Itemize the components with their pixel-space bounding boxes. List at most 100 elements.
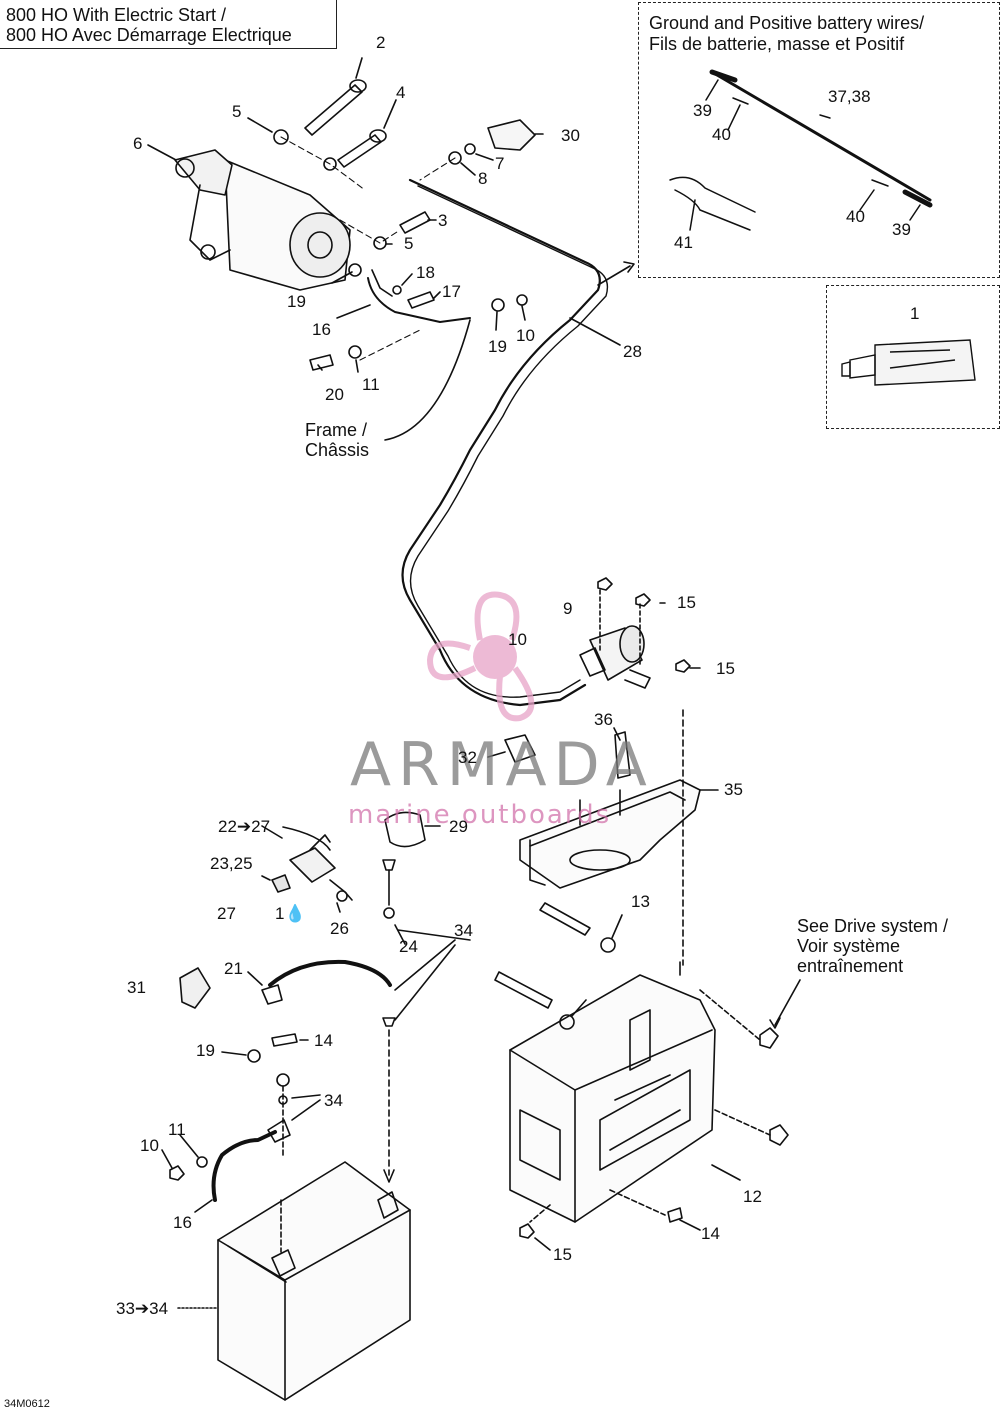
- callout-41-inset: 41: [674, 233, 693, 252]
- callout-15c: 15: [553, 1245, 572, 1264]
- callout-14b: 14: [701, 1224, 720, 1243]
- callout-27: 27: [217, 904, 236, 923]
- callout-15a: 15: [677, 593, 696, 612]
- callout-23-25: 23,25: [210, 854, 253, 873]
- callout-36: 36: [594, 710, 613, 729]
- callout-19a: 19: [287, 292, 306, 311]
- callout-39-inset-a: 39: [693, 101, 712, 120]
- callout-10b: 10: [508, 630, 527, 649]
- callout-35: 35: [724, 780, 743, 799]
- callout-32: 32: [458, 748, 477, 767]
- callout-1-text: 1: [275, 904, 285, 923]
- washer-18: [392, 285, 402, 295]
- washer-19a: [348, 263, 362, 277]
- washer-19b: [491, 298, 505, 312]
- washer-5a: [273, 129, 289, 145]
- callout-10c: 10: [140, 1136, 159, 1155]
- callout-31: 31: [127, 978, 146, 997]
- callout-5a: 5: [232, 102, 242, 121]
- callout-11b: 11: [168, 1120, 186, 1139]
- spacer-36: [614, 731, 631, 779]
- bolt-20: [309, 354, 334, 371]
- callout-34b: 34: [324, 1091, 343, 1110]
- callout-4: 4: [396, 83, 406, 102]
- callout-33-34: 33➔34: [116, 1299, 169, 1318]
- callout-28: 28: [623, 342, 642, 361]
- callout-40-inset-b: 40: [846, 207, 865, 226]
- cable-16-lower-drawing: [211, 1130, 277, 1202]
- callout-37-38-inset: 37,38: [828, 87, 871, 106]
- watermark-name: ARMADA: [350, 730, 654, 800]
- callout-15b: 15: [716, 659, 735, 678]
- callout-1-inset: 1: [910, 304, 920, 323]
- boot-32: [504, 734, 536, 763]
- callout-10a: 10: [516, 326, 535, 345]
- callout-1: 1💧: [275, 905, 306, 923]
- frame-note-line1: Frame /: [305, 420, 368, 440]
- callout-6: 6: [133, 134, 143, 153]
- drive-note-line2: Voir système: [797, 936, 901, 956]
- callout-14a: 14: [314, 1031, 333, 1050]
- callout-22-27: 22➔27: [218, 817, 271, 836]
- callout-5b: 5: [404, 234, 414, 253]
- bolt-3-drawing: [399, 211, 431, 234]
- callout-29: 29: [449, 817, 468, 836]
- bolt-17: [407, 291, 435, 309]
- callout-39-inset-b: 39: [892, 220, 911, 239]
- callout-12: 12: [743, 1187, 762, 1206]
- inset-wires-title-line1: Ground and Positive battery wires/: [649, 13, 925, 33]
- bracket-35-drawing: [519, 779, 701, 889]
- boot-31: [179, 967, 211, 1009]
- callout-34a: 34: [454, 921, 473, 940]
- drop-icon: 💧: [284, 904, 306, 923]
- title-line-english: 800 HO With Electric Start /: [6, 5, 227, 25]
- watermark-logo: [426, 591, 535, 722]
- cable-21-drawing: [268, 959, 392, 987]
- callout-26: 26: [330, 919, 349, 938]
- nut-7: [464, 143, 476, 155]
- callout-17: 17: [442, 282, 461, 301]
- nut-15b: [635, 593, 651, 607]
- washer-5b: [323, 157, 337, 171]
- callout-30: 30: [561, 126, 580, 145]
- nut-15a: [597, 577, 613, 591]
- cable-28-drawing: [401, 178, 601, 707]
- callout-7: 7: [495, 154, 505, 173]
- drive-note-line1: See Drive system /: [797, 916, 949, 936]
- diagram-title-box: 800 HO With Electric Start / 800 HO Avec…: [0, 0, 337, 49]
- callout-2: 2: [376, 33, 386, 52]
- bolt-2-drawing: [304, 79, 367, 136]
- callout-8: 8: [478, 169, 488, 188]
- callout-40-inset-a: 40: [712, 125, 731, 144]
- washer-5c: [373, 236, 387, 250]
- inset-wires-title-line2: Fils de batterie, masse et Positif: [649, 34, 905, 54]
- callout-24: 24: [399, 937, 418, 956]
- drive-system-note: See Drive system / Voir système entraîne…: [797, 916, 948, 976]
- drive-note-line3: entraînement: [797, 956, 904, 976]
- callout-21: 21: [224, 959, 243, 978]
- callout-20: 20: [325, 385, 344, 404]
- callout-19b: 19: [488, 337, 507, 356]
- nut-11a: [348, 345, 362, 359]
- starter-motor-drawing: [174, 149, 351, 291]
- callout-19c: 19: [196, 1041, 215, 1060]
- battery-33-drawing: [217, 1161, 411, 1401]
- callout-18: 18: [416, 263, 435, 282]
- inset-battery-wires: Ground and Positive battery wires/ Fils …: [638, 2, 1000, 278]
- diagram-code: 34M0612: [4, 1398, 50, 1410]
- inset-wires-title: Ground and Positive battery wires/ Fils …: [649, 13, 924, 55]
- fuse-holder-drawing: [271, 826, 353, 902]
- frame-note: Frame / Châssis: [305, 420, 369, 460]
- nut-8: [448, 151, 462, 165]
- callout-16b: 16: [173, 1213, 192, 1232]
- bolt-4-drawing: [337, 129, 387, 168]
- callout-9: 9: [563, 599, 573, 618]
- solenoid-9-drawing: [579, 625, 651, 689]
- callout-3: 3: [438, 211, 448, 230]
- nut-10a: [516, 294, 528, 306]
- boot-30-drawing: [487, 119, 536, 151]
- watermark-subtitle: marine outboards: [348, 800, 612, 830]
- cap-29: [384, 811, 426, 848]
- callout-13: 13: [631, 892, 650, 911]
